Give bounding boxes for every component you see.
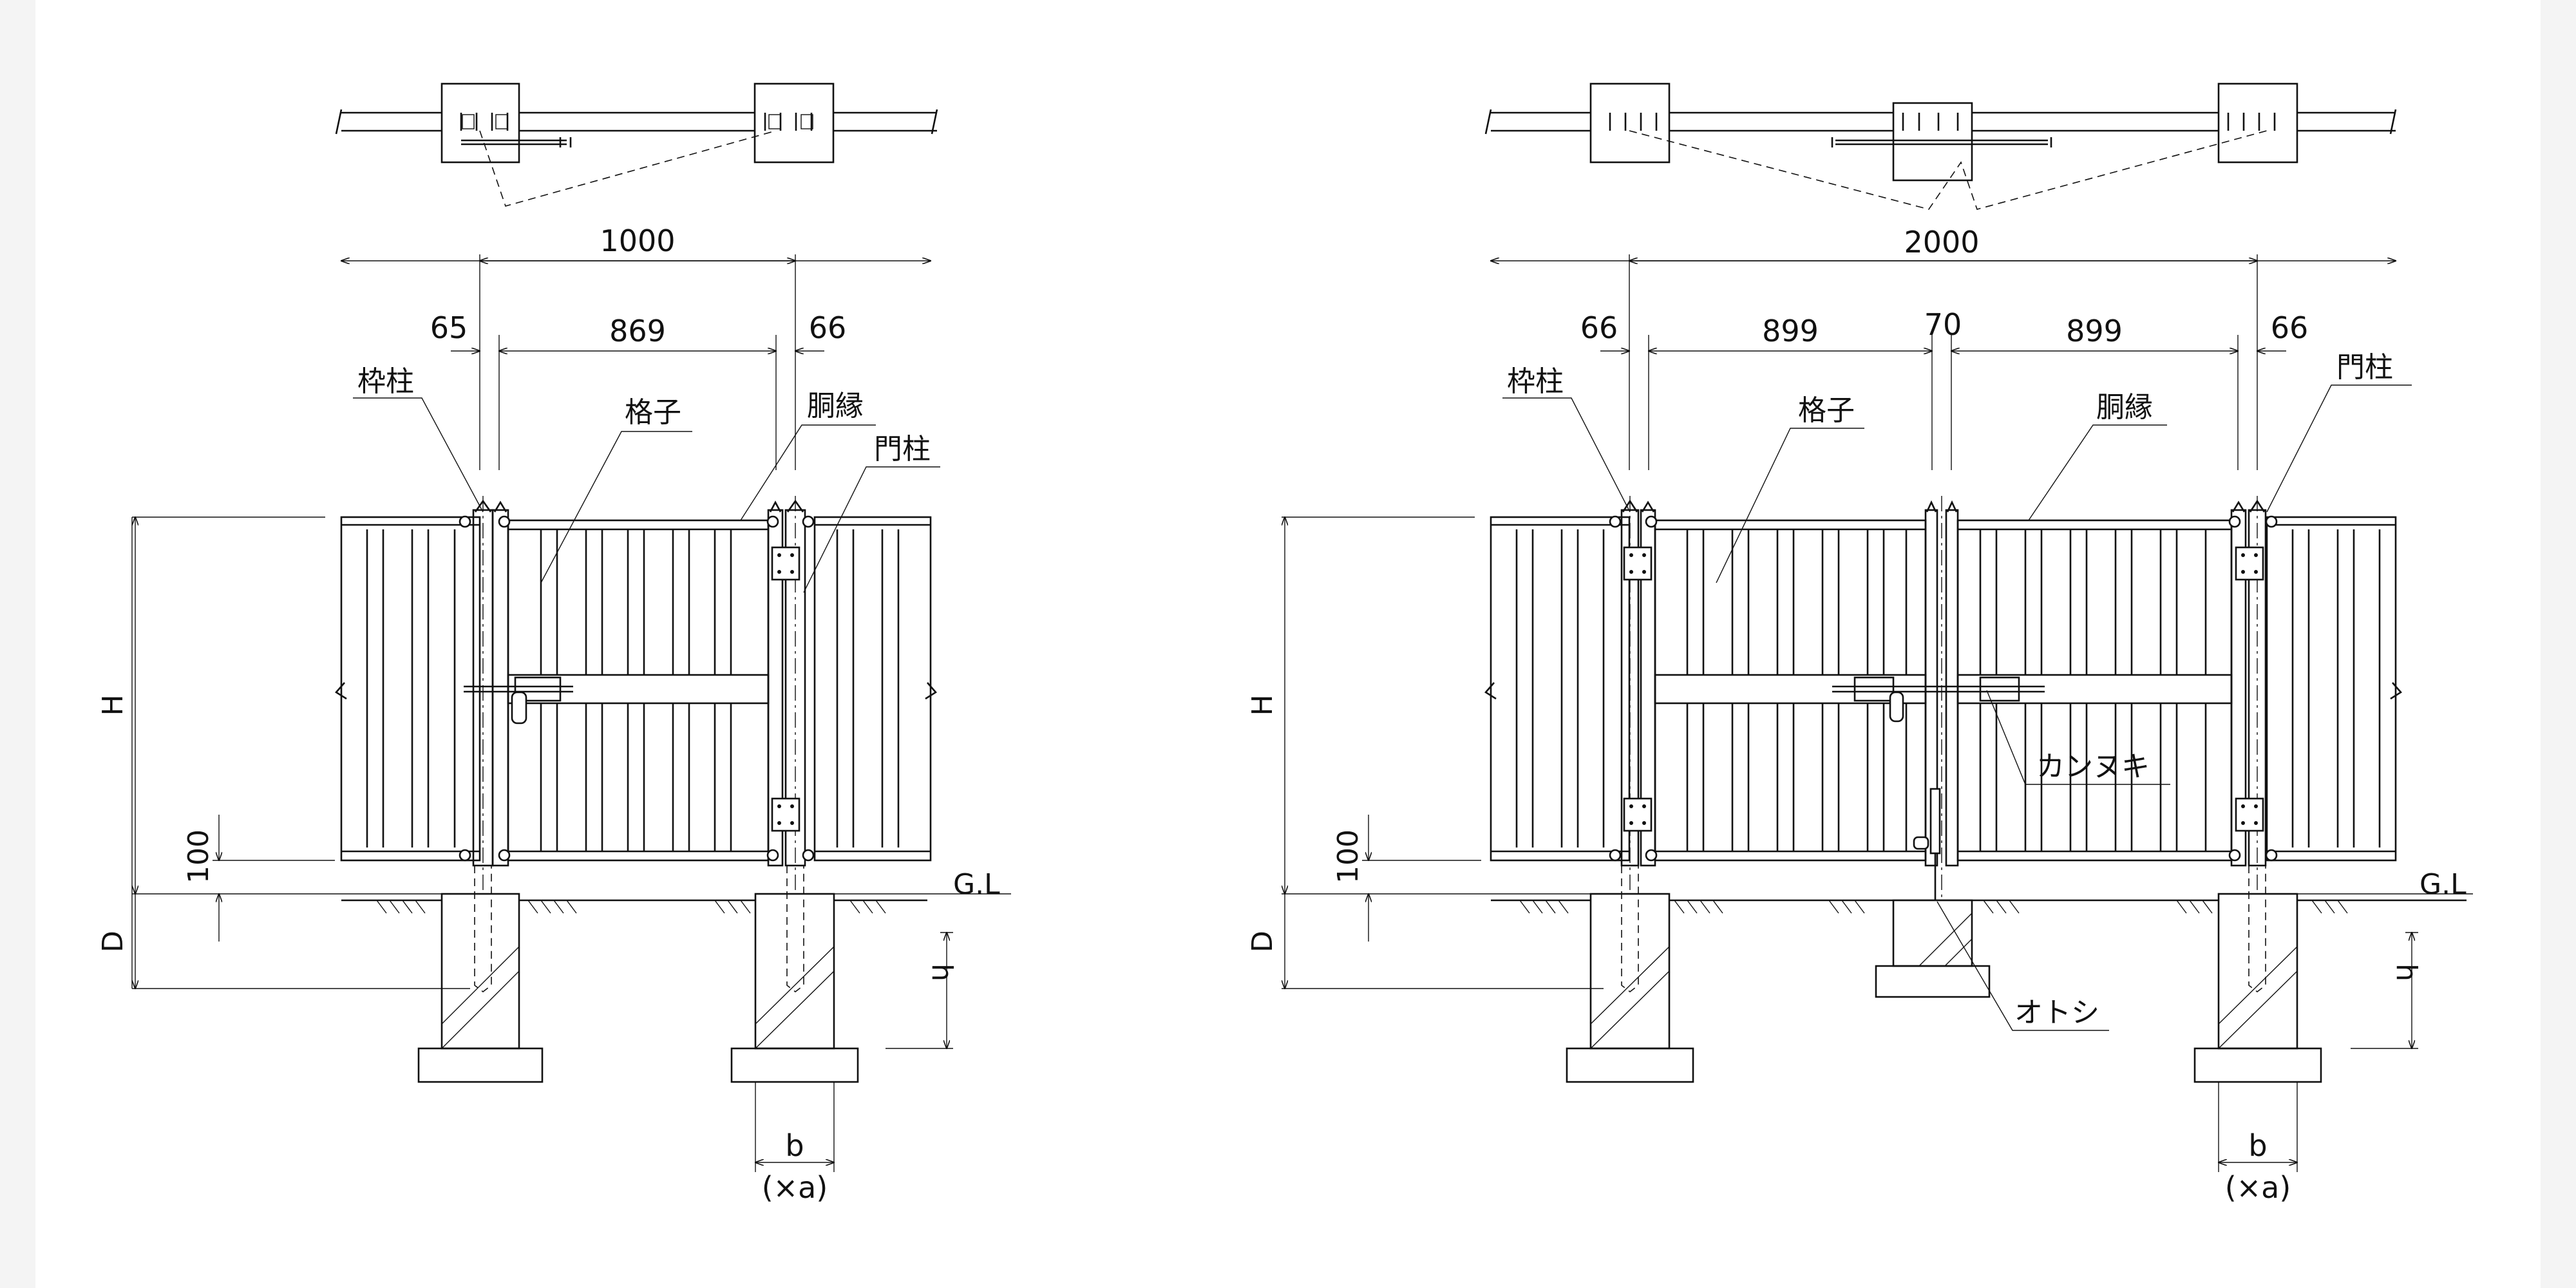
single-mid-dim: 869 (609, 314, 666, 348)
double-mid-left-dim: 899 (1762, 314, 1819, 348)
single-label-lattice: 格子 (625, 396, 681, 429)
single-label-gate-post: 門柱 (874, 433, 931, 466)
single-gate-overall-dimension: 1000 (341, 223, 931, 470)
double-ground-level: G.L (2420, 868, 2467, 901)
double-gate-height-dimensions: H 100 D h (1246, 517, 2423, 1048)
double-gate-footing-dimension: b (×a) (2219, 1082, 2297, 1205)
double-label-lattice: 格子 (1798, 394, 1855, 427)
double-label-bolt: カンヌキ (2036, 750, 2150, 783)
double-mid-right-dim: 899 (2066, 314, 2123, 348)
double-label-gate-post: 門柱 (2336, 351, 2393, 384)
double-gate-sub-dimensions: 66 899 70 899 66 (1580, 307, 2309, 470)
double-center-dim: 70 (1924, 307, 1962, 342)
double-label-rail: 胴縁 (2096, 391, 2153, 424)
double-offset-100: 100 (1332, 829, 1365, 884)
double-footing-b: b (2248, 1128, 2267, 1163)
single-gate-elevation (335, 496, 937, 992)
double-gate-labels: 枠柱 格子 胴縁 門柱 カンヌキ オトシ (1502, 351, 2412, 1031)
single-label-frame-post: 枠柱 (357, 365, 414, 398)
single-height-h: h (925, 963, 958, 981)
single-height-H: H (97, 694, 129, 715)
double-gate-drawing: 2000 66 899 70 899 66 (1246, 82, 2473, 1205)
double-height-H: H (1246, 694, 1279, 715)
single-gate-height-dimensions: H 100 D h (97, 517, 958, 1048)
single-depth-D: D (97, 931, 129, 952)
single-overall-dim: 1000 (600, 223, 675, 258)
double-label-frame-post: 枠柱 (1507, 365, 1564, 398)
single-ground-level: G.L (953, 868, 1000, 901)
single-gate-plan-view (335, 82, 938, 207)
single-gate-drawing: 1000 65 869 66 (97, 82, 1011, 1205)
double-gate-elevation (1484, 496, 2402, 992)
single-left-dim: 65 (430, 310, 468, 345)
single-footing-b: b (785, 1128, 804, 1163)
single-footing-a: (×a) (762, 1170, 828, 1205)
single-right-dim: 66 (809, 310, 847, 345)
double-gate-overall-dimension: 2000 (1491, 225, 2396, 470)
single-gate-sub-dimensions: 65 869 66 (430, 310, 847, 470)
left-margin-strip (0, 0, 35, 1288)
single-gate-footing-dimension: b (×a) (755, 1082, 834, 1205)
double-footing-a: (×a) (2225, 1170, 2291, 1205)
double-label-drop-rod: オトシ (2014, 996, 2099, 1029)
single-gate-foundation: G.L (341, 866, 1011, 1083)
double-gate-plan-view (1484, 82, 2397, 210)
double-right-dim: 66 (2271, 310, 2309, 345)
double-gate-foundation: G.L (1491, 866, 2473, 1083)
single-offset-100: 100 (182, 829, 215, 884)
double-height-h: h (2390, 963, 2423, 981)
single-label-rail: 胴縁 (807, 390, 864, 422)
double-depth-D: D (1246, 931, 1279, 952)
right-margin-strip (2541, 0, 2576, 1288)
double-left-dim: 66 (1580, 310, 1618, 345)
double-overall-dim: 2000 (1904, 225, 1979, 260)
single-gate-labels: 枠柱 格子 胴縁 門柱 (353, 365, 940, 593)
